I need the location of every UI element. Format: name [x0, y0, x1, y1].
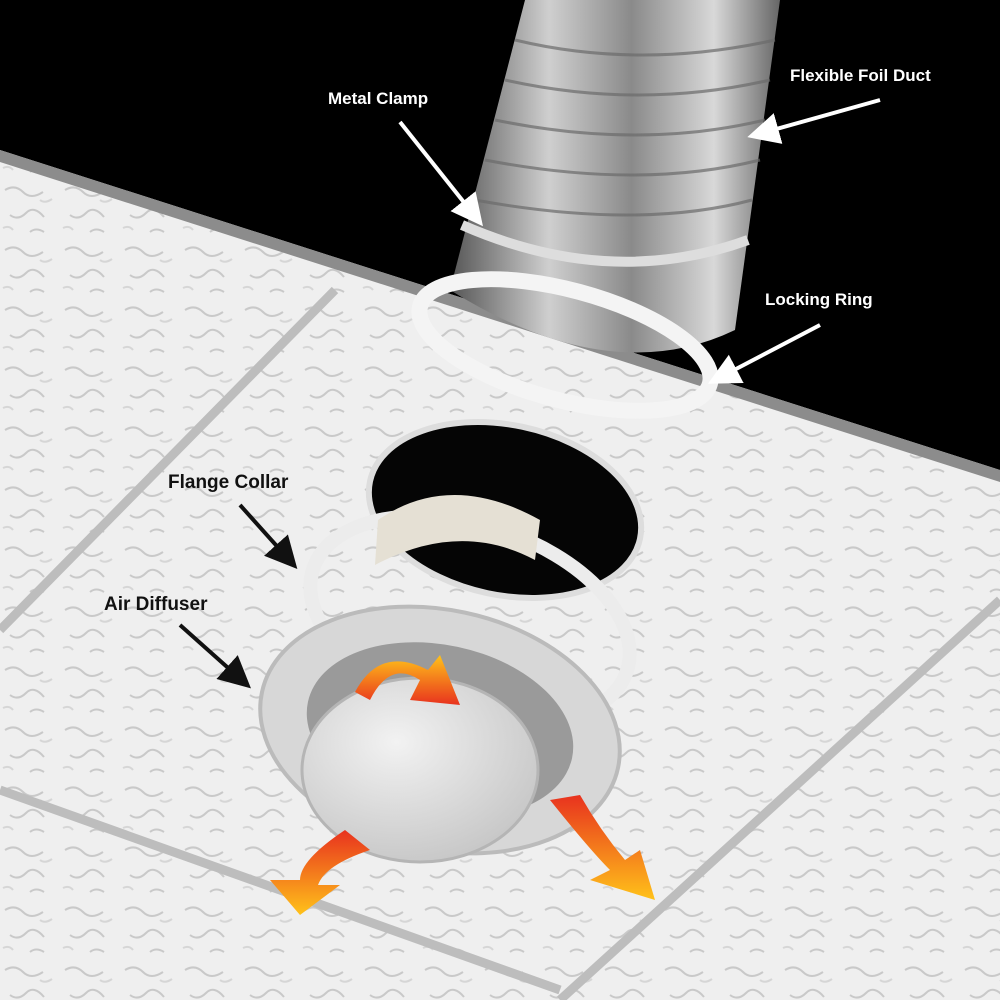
metal-clamp-pointer	[398, 120, 483, 227]
airflow-arrow-left	[270, 830, 370, 915]
airflow-arrow-top	[355, 655, 460, 705]
air-diffuser-pointer	[178, 623, 251, 689]
flange-collar-sleeve	[375, 495, 540, 565]
label-locking-ring: Locking Ring	[765, 290, 873, 309]
label-metal-clamp: Metal Clamp	[328, 89, 429, 108]
air-diffuser-cap	[300, 676, 540, 864]
locking-ring-pointer	[707, 323, 821, 384]
airflow-arrow-right	[550, 795, 655, 900]
foil-duct-pointer	[747, 98, 881, 144]
flexible-foil-duct	[450, 0, 780, 353]
flange-collar-pointer	[238, 503, 298, 569]
locking-ring	[411, 271, 719, 419]
airflow-arrows	[270, 655, 655, 915]
label-flange-collar: Flange Collar	[168, 472, 289, 493]
metal-clamp	[459, 220, 750, 267]
label-air-diffuser: Air Diffuser	[104, 594, 208, 615]
label-flexible-foil-duct: Flexible Foil Duct	[790, 66, 931, 85]
